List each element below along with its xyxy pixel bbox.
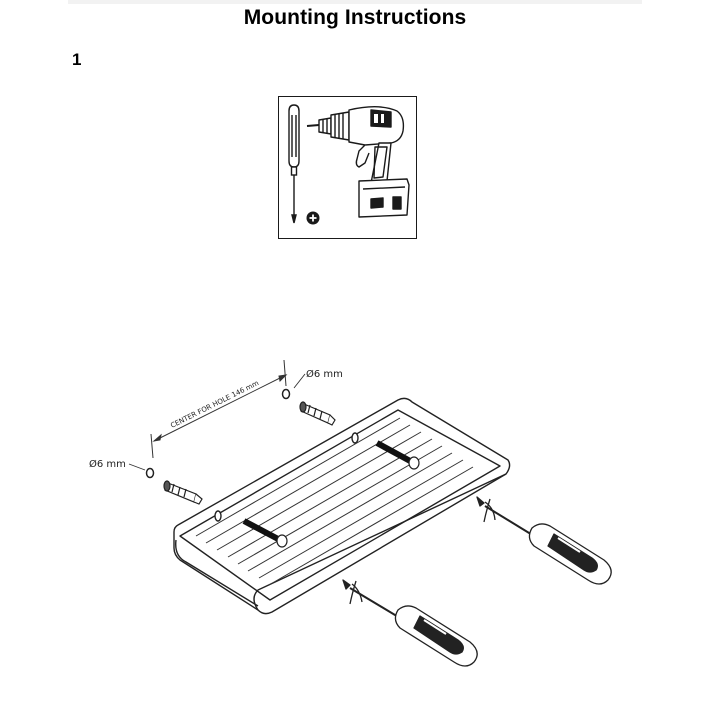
hole-spacing-dimension xyxy=(150,359,288,459)
screwdriver-icon xyxy=(288,104,300,224)
page-title: Mounting Instructions xyxy=(243,6,467,29)
leader-line-right xyxy=(293,373,306,389)
drill-hole-left xyxy=(145,467,155,479)
top-divider xyxy=(68,0,642,4)
hole-diameter-left-label: Ø6 mm xyxy=(89,458,126,470)
step-number: 1 xyxy=(72,50,82,69)
mounting-screw-right xyxy=(375,440,420,470)
hole-diameter-right-label: Ø6 mm xyxy=(306,368,343,380)
phillips-plus-icon xyxy=(306,211,320,225)
wall-plug-left xyxy=(163,480,203,505)
required-tools-panel xyxy=(278,96,417,239)
shelf-tray xyxy=(173,397,511,615)
wall-plug-right xyxy=(299,401,336,426)
mounting-diagram: CENTER FOR HOLE 146 mm Ø6 mm Ø6 mm xyxy=(89,359,612,667)
power-drill-icon xyxy=(306,106,410,218)
hole-spacing-label: CENTER FOR HOLE 146 mm xyxy=(169,379,260,430)
screwdriver-icon xyxy=(476,496,612,585)
leader-line-left xyxy=(128,463,146,471)
drill-hole-right xyxy=(281,388,291,400)
mounting-screw-left xyxy=(242,518,288,548)
screwdriver-icon xyxy=(342,579,478,667)
